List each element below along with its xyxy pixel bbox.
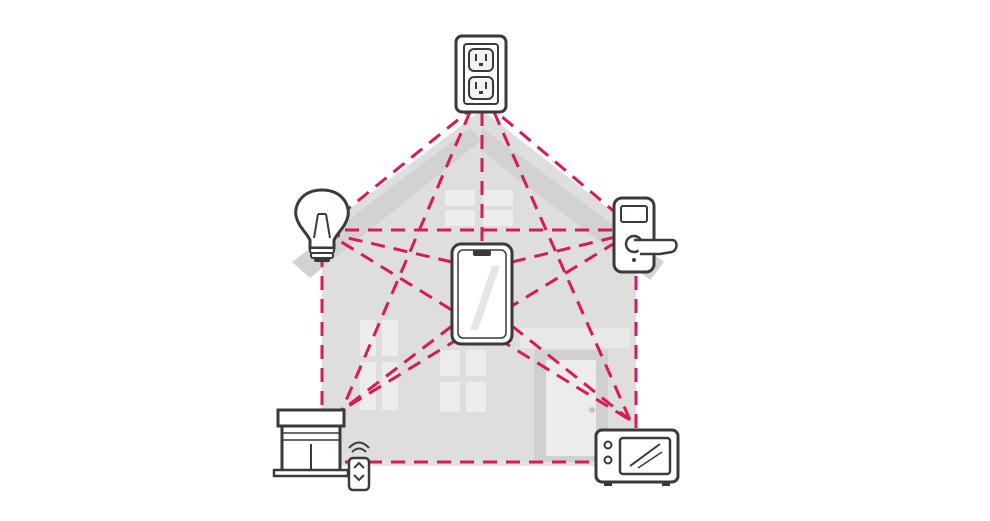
smart-lock-icon (614, 198, 677, 272)
power-outlet-icon (456, 36, 506, 112)
window-blinds-icon (274, 410, 348, 476)
smartphone-icon (452, 244, 512, 344)
microwave-icon (596, 430, 678, 486)
